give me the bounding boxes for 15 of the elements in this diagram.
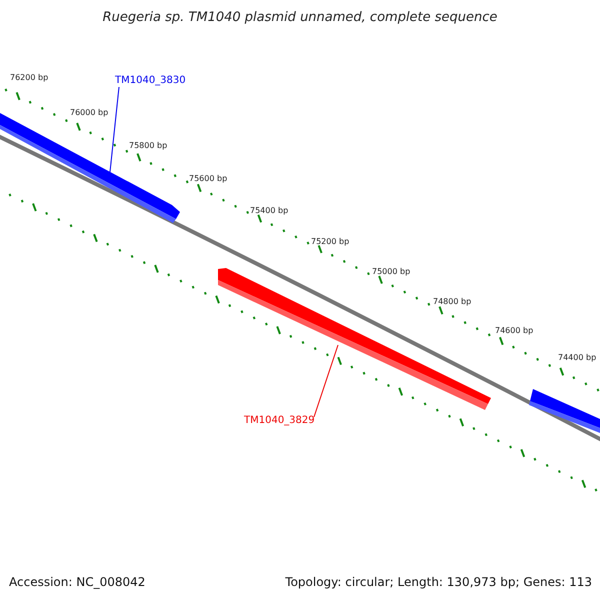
leader-line [314,344,338,418]
gene-bar [218,268,491,410]
diagram-title: Ruegeria sp. TM1040 plasmid unnamed, complete sequence [102,11,498,24]
gene-label: TM1040_3829 [244,416,315,426]
scale-label: 75000 bp [372,268,410,276]
scale-label: 75400 bp [250,207,288,215]
scale-label: 74800 bp [433,298,472,306]
accession-text: Accession: NC_008042 [9,576,146,588]
gene-label: TM1040_3830 [115,76,186,86]
gene-bar [529,389,600,433]
scale-label: 75600 bp [189,175,228,183]
sequence-info-text: Topology: circular; Length: 130,973 bp; Genes: 113 [285,576,592,588]
leader-line [110,86,120,172]
scale-label: 76000 bp [70,109,108,117]
scale-label: 75800 bp [129,142,168,150]
